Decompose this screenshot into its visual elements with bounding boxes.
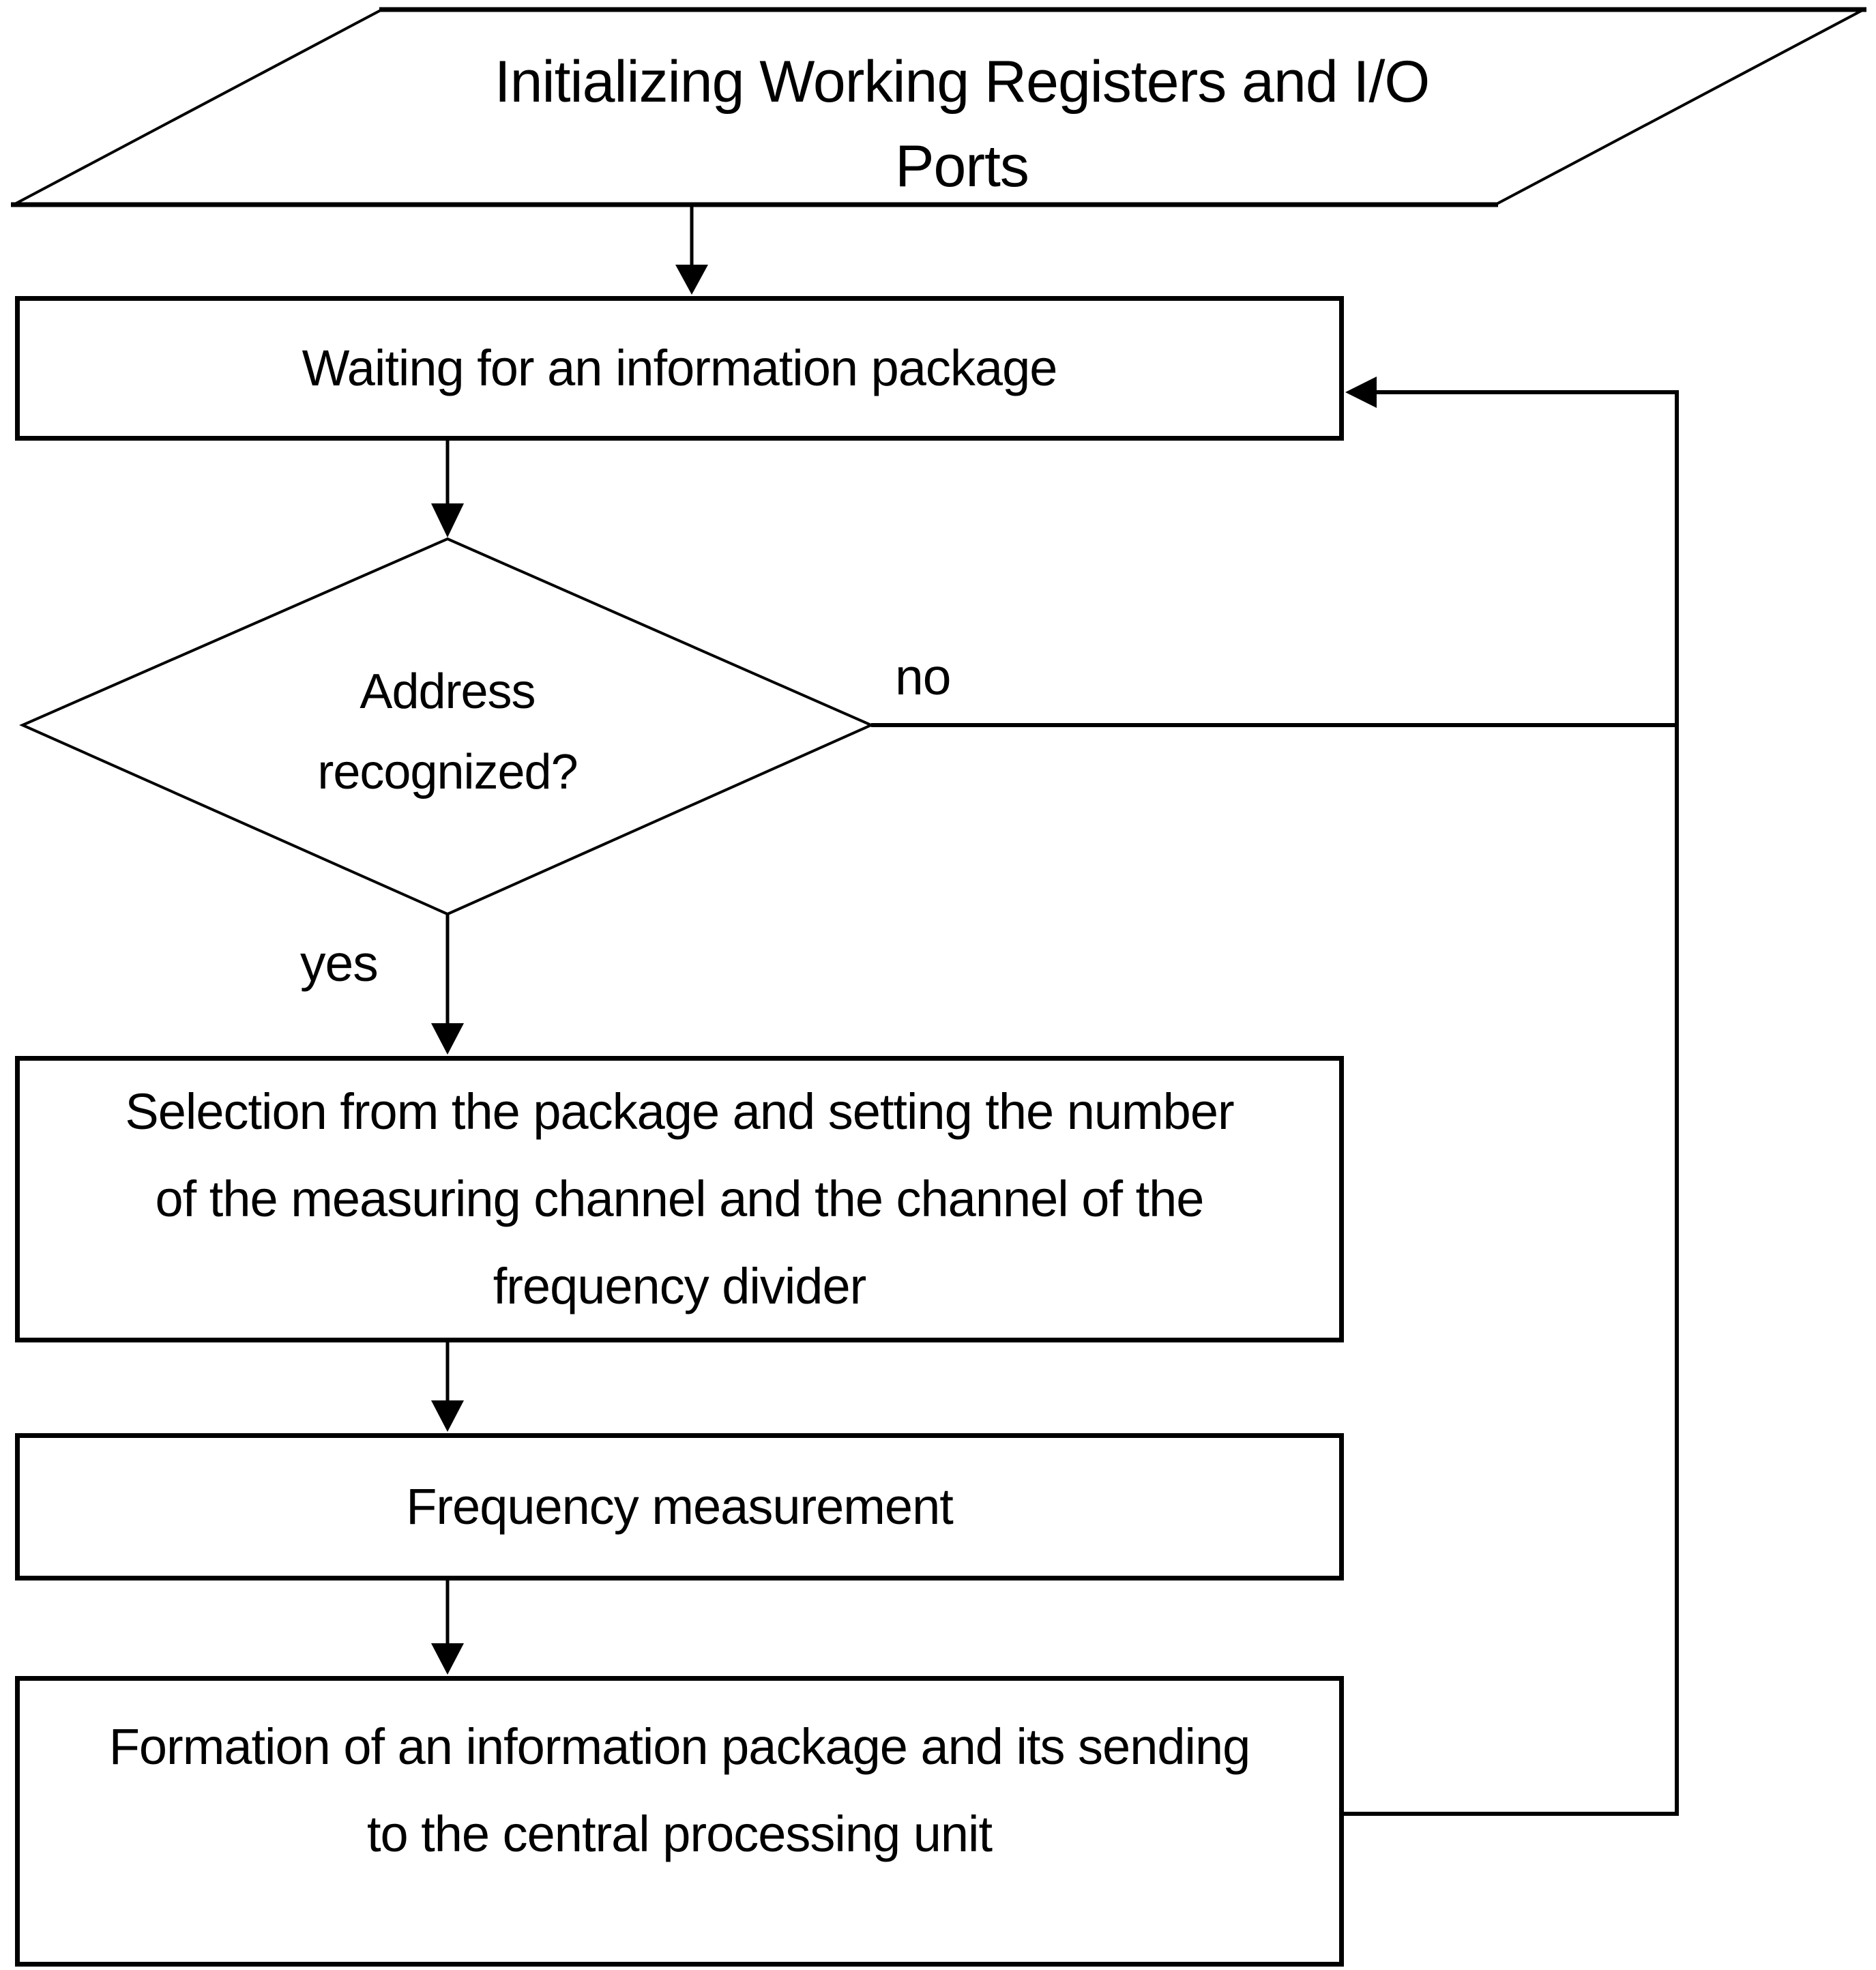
edge-label-no: no (895, 648, 951, 705)
node-waiting-label: Waiting for an information package (302, 340, 1058, 396)
node-frequency-measurement: Frequency measurement (15, 1433, 1344, 1581)
edge-label-yes: yes (300, 935, 379, 992)
loop-arrowhead (1345, 377, 1377, 408)
arrow-selection-to-frequency (431, 1342, 464, 1432)
node-frequency-label: Frequency measurement (406, 1478, 954, 1535)
parallelogram-init-shape (11, 7, 1866, 207)
node-init-line2: Ports (895, 134, 1029, 199)
loop-feedback-line (1342, 377, 1679, 1816)
node-selection-line3: frequency divider (493, 1258, 867, 1314)
arrow-init-to-waiting (675, 205, 708, 295)
node-selection: Selection from the package and setting t… (15, 1056, 1344, 1342)
node-waiting: Waiting for an information package (15, 296, 1344, 441)
arrow-decision-to-selection (431, 914, 464, 1055)
node-decision-line1: Address (360, 664, 536, 719)
node-formation-line1: Formation of an information package and … (108, 1718, 1251, 1775)
node-selection-line1: Selection from the package and setting t… (125, 1083, 1234, 1140)
node-decision-line2: recognized? (317, 745, 578, 799)
node-formation-line2: to the central processing unit (366, 1806, 993, 1862)
node-init-io-ports: Initializing Working Registers and I/O P… (225, 40, 1699, 209)
node-selection-line2: of the measuring channel and the channel… (155, 1171, 1205, 1227)
arrow-frequency-to-formation (431, 1581, 464, 1675)
node-formation-sending: Formation of an information package and … (15, 1676, 1344, 1967)
arrow-waiting-to-decision (431, 441, 464, 538)
node-init-line1: Initializing Working Registers and I/O (494, 49, 1430, 115)
node-address-recognized: Address recognized? (106, 651, 789, 812)
